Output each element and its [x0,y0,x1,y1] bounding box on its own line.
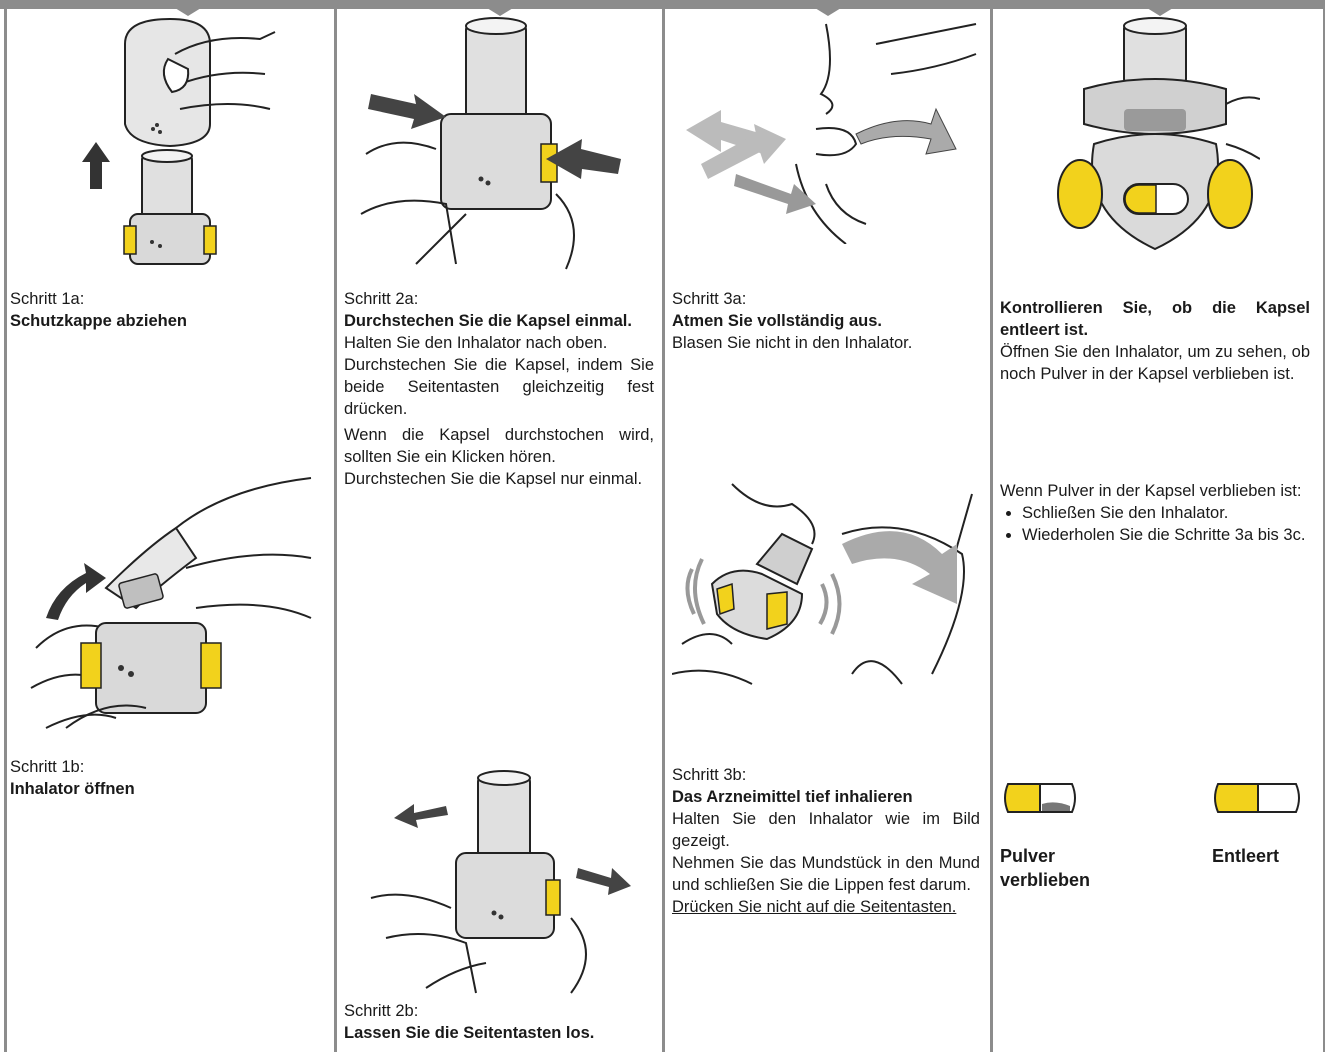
step-2a-paragraph: Halten Sie den Inhalator nach oben. [344,332,654,354]
repeat-steps-list: Schließen Sie den Inhalator. Wiederholen… [1000,502,1310,546]
step-1b-label: Schritt 1b: [10,756,326,778]
step-2b-title: Lassen Sie die Seitentasten los. [344,1022,654,1044]
check-capsule-illustration [1054,14,1260,262]
step-2b-text: Schritt 2b: Lassen Sie die Seitentasten … [344,1000,654,1044]
open-inhaler-illustration [26,448,316,744]
step-3b-label: Schritt 3b: [672,764,980,786]
remove-cap-illustration [60,14,290,272]
pierce-capsule-illustration [356,14,634,272]
step-2a-paragraph: Durchstechen Sie die Kapsel nur einmal. [344,468,654,490]
step-3b-text: Schritt 3b: Das Arzneimittel tief inhali… [672,764,980,918]
capsule-powder-label: Pulver verblieben [1000,844,1120,892]
exhale-illustration [676,14,984,244]
release-buttons-illustration [366,768,636,998]
powder-remaining-intro: Wenn Pulver in der Kapsel verblieben ist… [1000,480,1310,502]
inhale-illustration [672,474,984,694]
step-2a-paragraph: Wenn die Kapsel durchstochen wird, sollt… [344,424,654,468]
list-item: Wiederholen Sie die Schritte 3a bis 3c. [1022,524,1310,546]
step-1a-label: Schritt 1a: [10,288,326,310]
step-1a-text: Schritt 1a: Schutzkappe abziehen [10,288,326,332]
step-3b-title: Das Arzneimittel tief inhalieren [672,786,980,808]
check-paragraph: Öffnen Sie den Inhalator, um zu sehen, o… [1000,341,1310,385]
step-3a-label: Schritt 3a: [672,288,982,310]
step-3a-title: Atmen Sie vollständig aus. [672,310,982,332]
capsule-empty-label: Entleert [1212,844,1312,868]
powder-remaining-text: Wenn Pulver in der Kapsel verblieben ist… [1000,480,1310,546]
capsule-with-powder-icon [1000,780,1080,816]
empty-capsule-icon [1210,780,1306,816]
step-3b-paragraph: Halten Sie den Inhalator wie im Bild gez… [672,808,980,852]
step-1a-title: Schutzkappe abziehen [10,310,326,332]
step-3a-paragraph: Blasen Sie nicht in den Inhalator. [672,332,982,354]
step-2a-paragraph: Durchstechen Sie die Kapsel, indem Sie b… [344,354,654,420]
step-3b-warning: Drücken Sie nicht auf die Seitentasten. [672,896,980,918]
step-1b-title: Inhalator öffnen [10,778,326,800]
check-title: Kontrollieren Sie, ob die Kapsel entleer… [1000,297,1310,341]
step-1b-text: Schritt 1b: Inhalator öffnen [10,756,326,800]
step-2b-label: Schritt 2b: [344,1000,654,1022]
step-3b-paragraph: Nehmen Sie das Mundstück in den Mund und… [672,852,980,896]
list-item: Schließen Sie den Inhalator. [1022,502,1310,524]
check-text: Kontrollieren Sie, ob die Kapsel entleer… [1000,297,1310,385]
step-3a-text: Schritt 3a: Atmen Sie vollständig aus. B… [672,288,982,354]
step-2a-title: Durchstechen Sie die Kapsel einmal. [344,310,654,332]
step-2a-label: Schritt 2a: [344,288,654,310]
step-2a-text: Schritt 2a: Durchstechen Sie die Kapsel … [344,288,654,490]
